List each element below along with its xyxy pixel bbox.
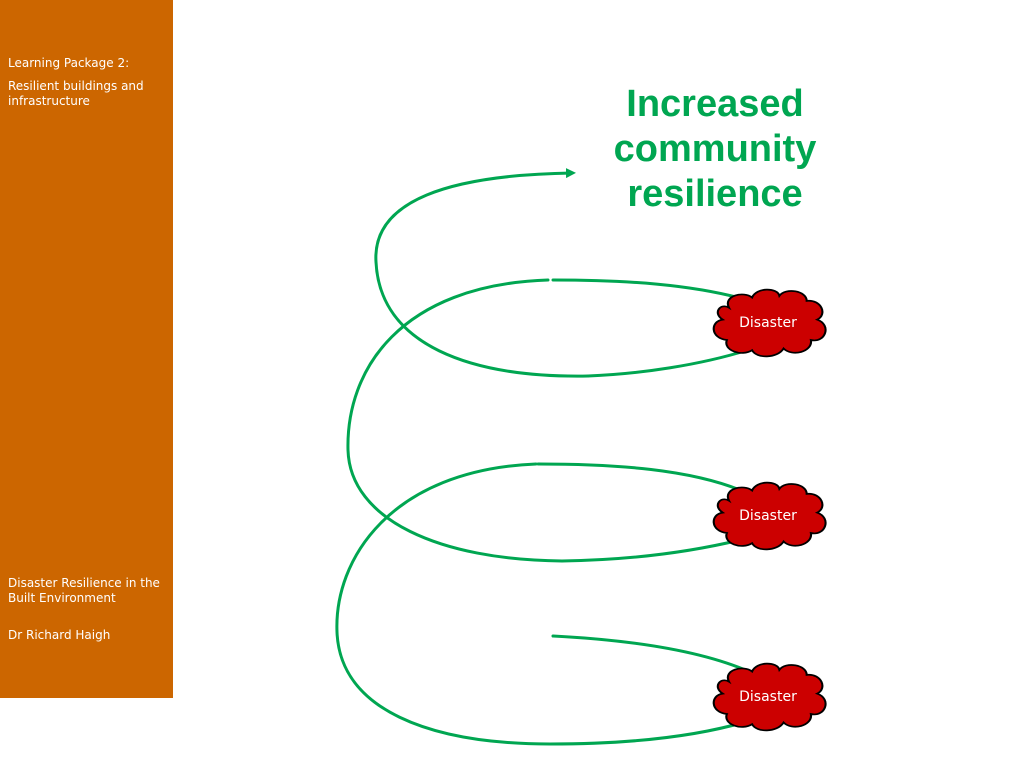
sidebar: Learning Package 2: Resilient buildings … bbox=[0, 0, 173, 698]
spiral-upper-start bbox=[551, 278, 742, 300]
spiral-middle-start bbox=[536, 462, 742, 492]
course-title: Disaster Resilience in the Built Environ… bbox=[8, 576, 160, 605]
outcome-title: Increased community resilience bbox=[613, 83, 817, 215]
spiral-bottom-start bbox=[551, 634, 752, 674]
spiral-middle-return bbox=[560, 538, 742, 563]
disaster-label-3: Disaster bbox=[739, 689, 797, 705]
disaster-label-1: Disaster bbox=[739, 315, 797, 331]
spiral-bottom-return bbox=[548, 720, 747, 746]
spiral-upper-loop bbox=[374, 168, 590, 378]
spiral-upper-return bbox=[586, 348, 750, 378]
package-label: Learning Package 2: bbox=[8, 56, 130, 70]
disaster-label-2: Disaster bbox=[739, 508, 797, 524]
package-title: Resilient buildings and infrastructure bbox=[8, 79, 144, 108]
spiral-lower-loop bbox=[335, 462, 552, 746]
author-name: Dr Richard Haigh bbox=[8, 628, 111, 642]
spiral-middle-loop bbox=[346, 278, 564, 563]
